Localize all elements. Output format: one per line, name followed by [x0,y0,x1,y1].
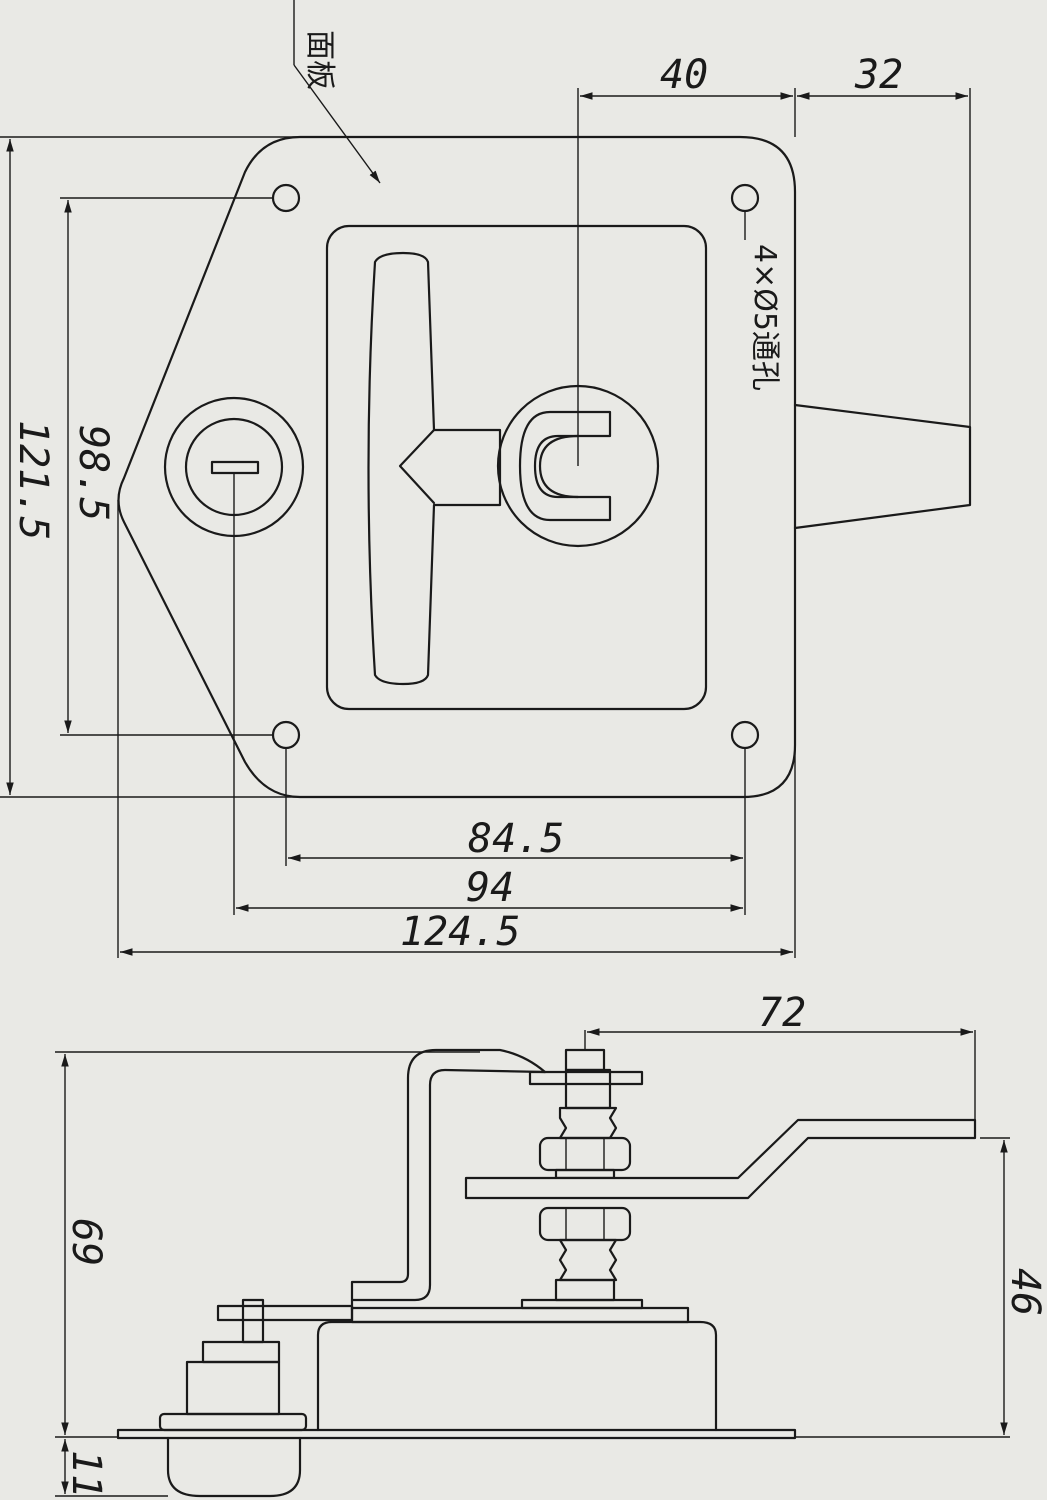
mount-hole [271,183,301,213]
panel-label: 面板 [302,30,337,90]
spindle [564,1068,612,1110]
dim-40: 40 [660,52,708,98]
cam-plate [216,1304,354,1322]
holes-note: 4×Ø5通孔 [747,244,782,391]
dim-72: 72 [758,990,806,1036]
spindle-foot [554,1278,616,1302]
thread-lower [558,1238,618,1282]
latch-arm [464,1118,977,1200]
t-handle-taper [398,428,436,505]
key-slot [210,460,260,475]
latch-bolt [793,403,972,530]
cylinder-body [185,1360,281,1416]
hub-pin [538,434,580,499]
dim-84-5: 84.5 [468,816,564,862]
mount-hole [730,720,760,750]
top-view: 40 32 面板 4×Ø5通孔 121.5 98.5 84.5 94 124.5 [0,0,972,958]
nut-lower [538,1206,632,1242]
side-view: 72 69 46 11 [55,990,1047,1498]
spindle-top [564,1048,606,1072]
top-plate [528,1070,644,1086]
mount-hole [271,720,301,750]
thread-upper [558,1106,618,1140]
t-handle [367,251,502,686]
hub-fork [518,410,612,522]
handle-recess [325,224,708,711]
dim-32: 32 [854,52,903,98]
bracket [350,1048,547,1312]
cylinder-nut [158,1412,308,1432]
dim-124-5: 124.5 [400,909,520,955]
cylinder-head [166,1436,302,1498]
nut-upper [538,1136,632,1172]
housing-cap [350,1306,690,1324]
bracket-inner [350,1068,547,1302]
spindle-mid [554,1168,616,1180]
dim-121-5: 121.5 [10,420,56,540]
dim-11: 11 [63,1450,109,1498]
washer [520,1298,644,1310]
housing [316,1320,718,1432]
dim-98-5: 98.5 [70,425,116,521]
cylinder-collar [201,1340,281,1364]
dim-94: 94 [466,865,514,911]
dim-46: 46 [1002,1268,1047,1316]
base-plate [116,1428,797,1440]
panel-outline [117,135,797,799]
mount-hole [730,183,760,213]
dim-69: 69 [63,1218,109,1266]
